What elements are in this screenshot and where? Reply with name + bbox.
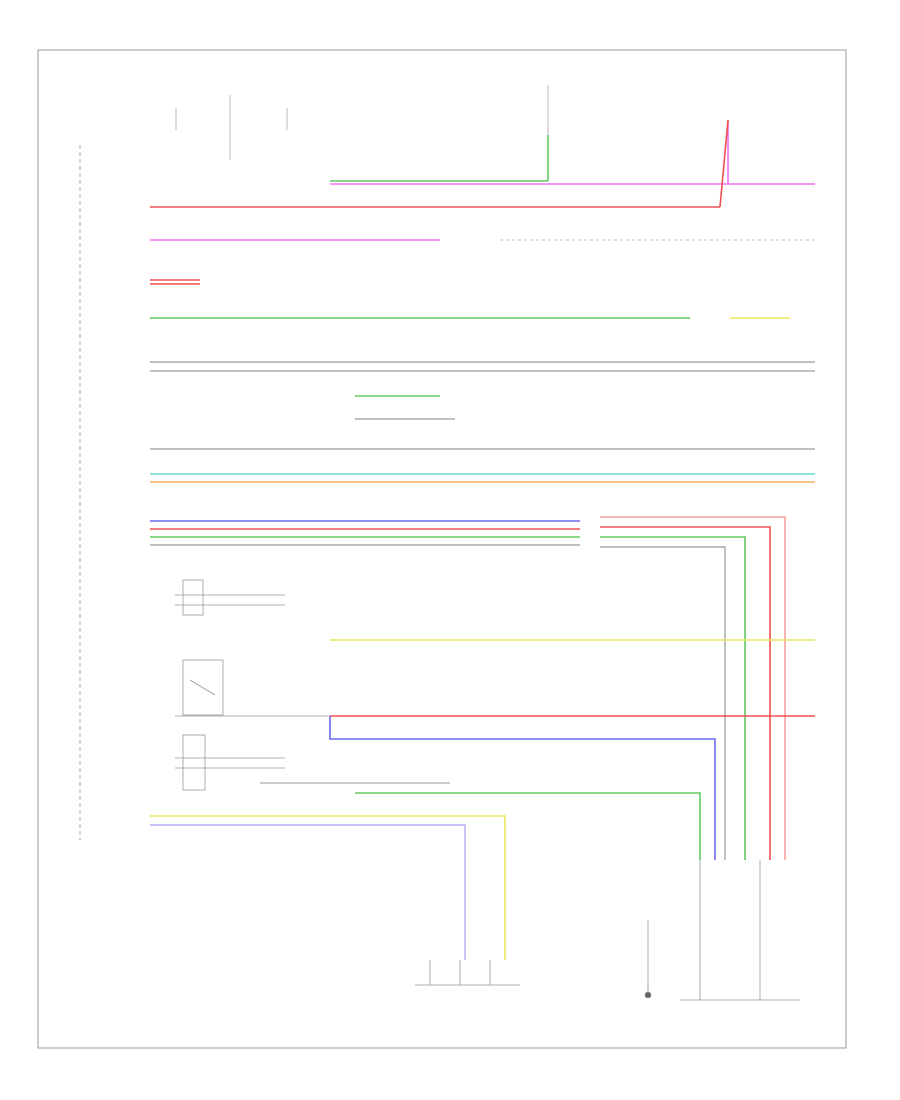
diagram-frame (37, 49, 847, 1049)
wire-yellow-2 (150, 815, 506, 960)
wire-red-1-riser (719, 119, 729, 208)
front-door-module (415, 960, 520, 986)
lamp-assembly (644, 860, 800, 1001)
wire-blue-2 (329, 716, 716, 860)
wire-green-right (600, 536, 746, 860)
wire-grey-right (600, 546, 726, 860)
door-switch-3 (175, 734, 285, 791)
wire-lightblue-2 (150, 824, 466, 960)
door-switch-1 (175, 579, 285, 616)
wire-red-right (600, 526, 771, 860)
door-switch-2 (182, 659, 224, 716)
wire-green-4 (355, 792, 701, 860)
power-sources (175, 85, 549, 160)
wire-lightred-right (600, 516, 786, 860)
